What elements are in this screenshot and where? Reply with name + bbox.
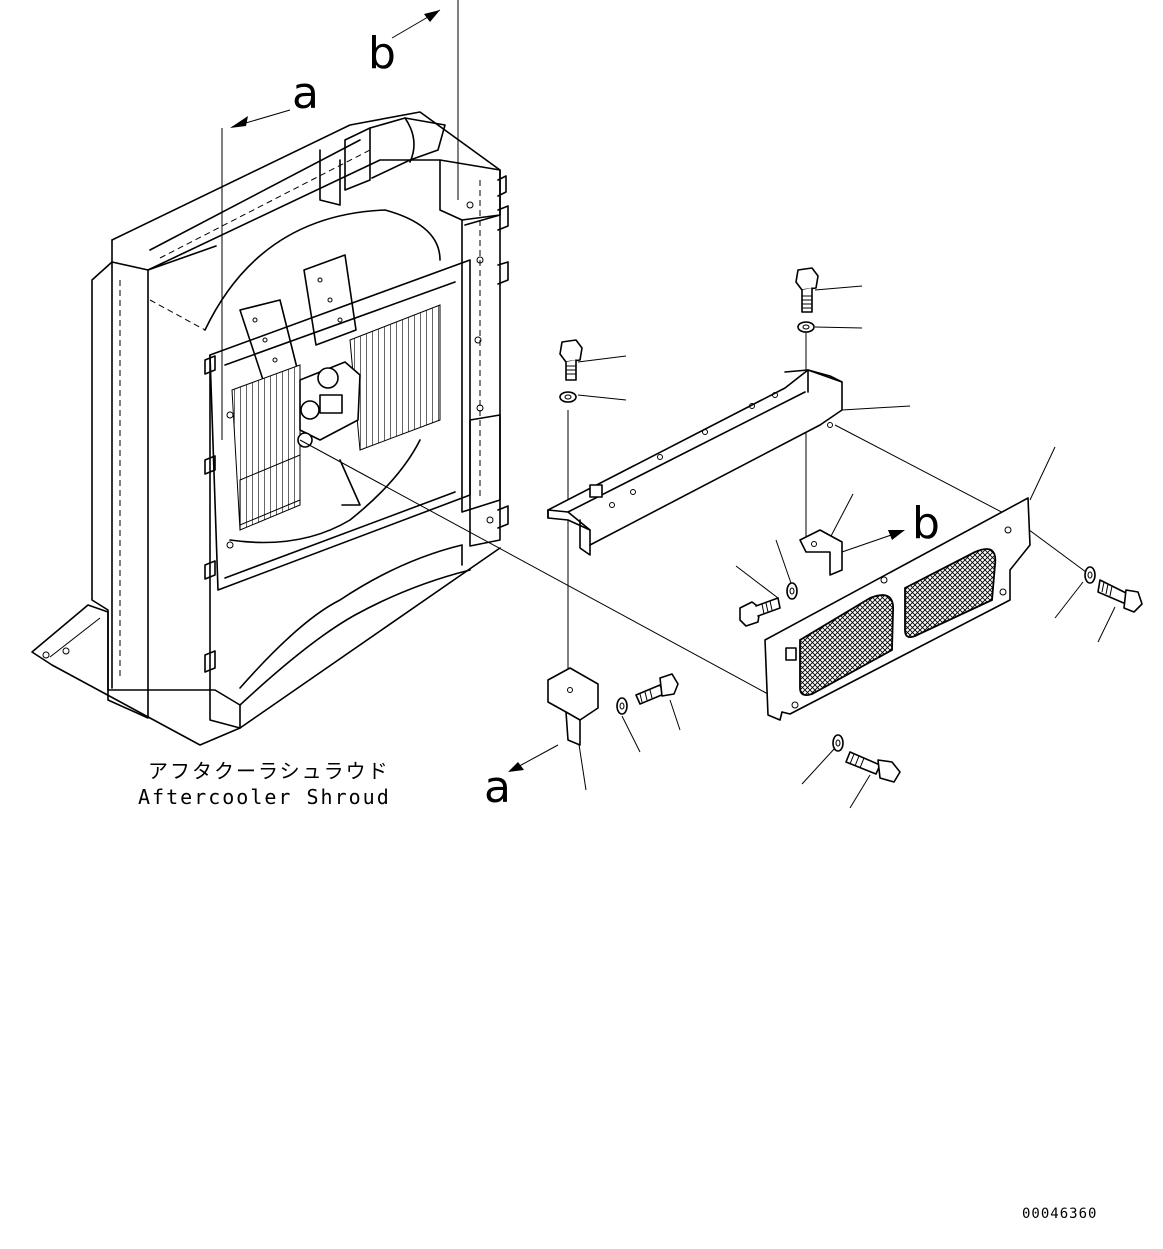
- bolt-top-left: [559, 339, 583, 381]
- callout-b-top: b: [368, 28, 396, 79]
- small-bracket-b: [799, 529, 843, 576]
- callout-b-side: b: [912, 498, 940, 549]
- caption-japanese: アフタクーラシュラウド: [148, 759, 390, 783]
- small-bracket-a: [547, 667, 599, 746]
- leader-lines: [221, 0, 1116, 809]
- bolt-right: [1097, 579, 1143, 613]
- drawing-reference-number: 00046360: [1022, 1206, 1097, 1222]
- washer-lower-left: [616, 697, 628, 715]
- washer-lower-right: [832, 734, 844, 752]
- radiator-shroud-assembly: [31, 111, 509, 746]
- washer-right: [1084, 566, 1096, 584]
- cover-panel: [764, 497, 1031, 721]
- bolt-top-right: [795, 267, 819, 313]
- bolt-lower-left: [635, 673, 679, 705]
- bolt-lower-right: [845, 751, 901, 783]
- bolt-middle: [739, 597, 781, 627]
- washer-top-right: [797, 321, 815, 333]
- callout-a-top: a: [292, 68, 319, 119]
- mounting-bracket: [547, 369, 843, 556]
- callout-a-bottom: a: [484, 762, 511, 813]
- washer-top-left: [559, 391, 577, 403]
- washer-middle: [786, 582, 798, 600]
- caption-english: Aftercooler Shroud: [138, 785, 391, 809]
